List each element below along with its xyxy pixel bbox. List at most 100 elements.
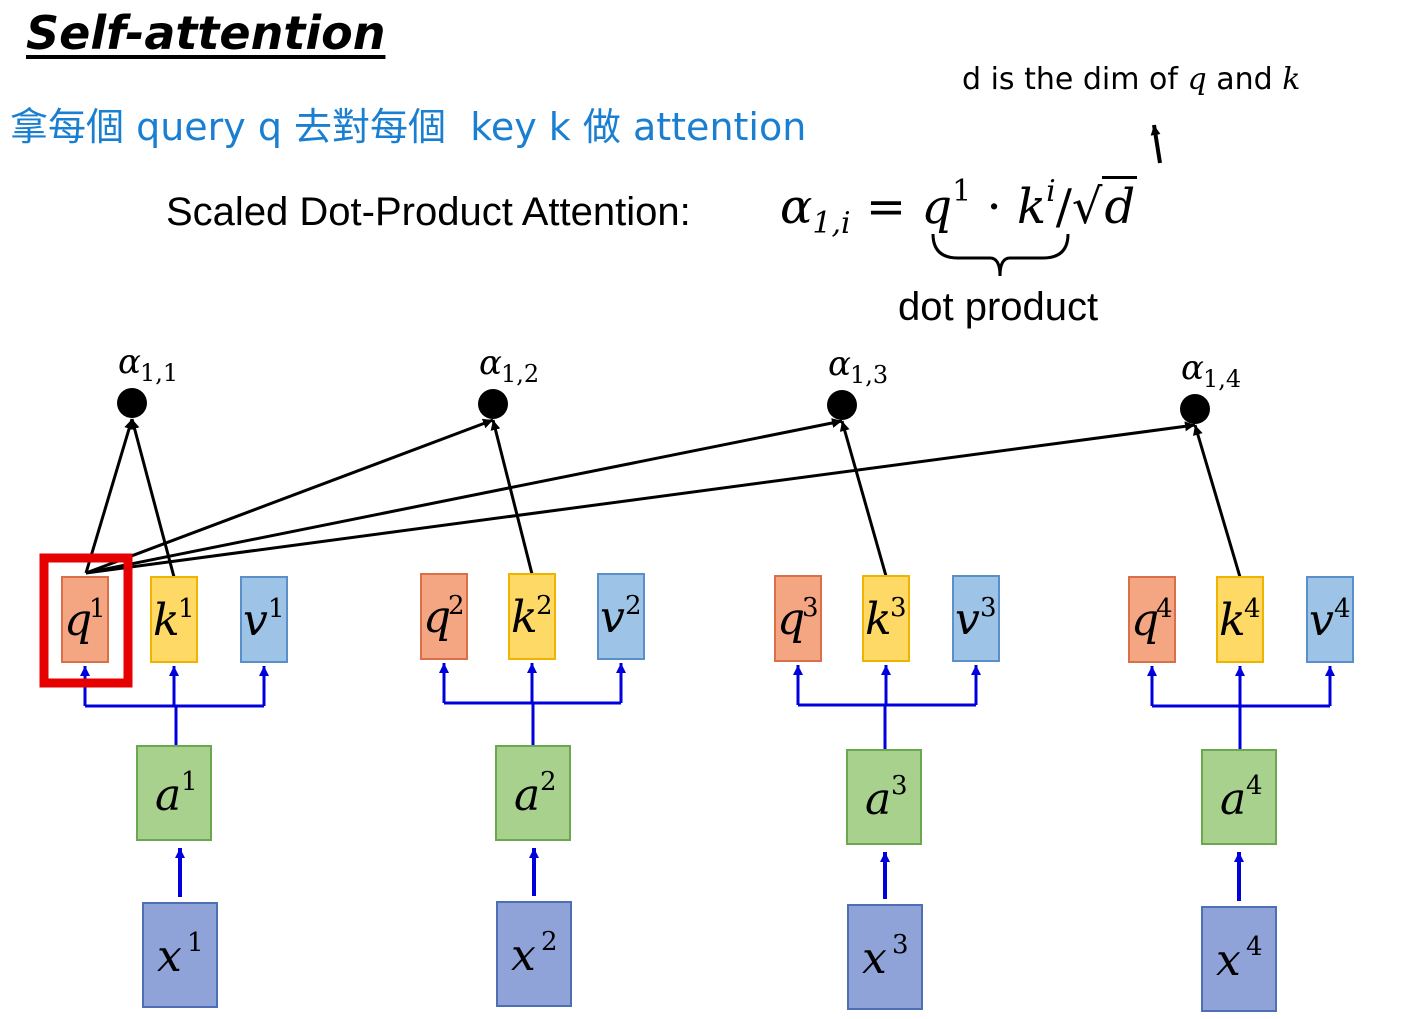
value-sup-3: 3 [980, 593, 997, 623]
alpha-node-1 [117, 388, 147, 418]
dot-product-brace [931, 233, 1070, 277]
query-to-alpha-arrow-2 [85, 418, 494, 575]
x-box-2 [496, 901, 572, 1007]
x-label-1: x [157, 931, 182, 982]
a-label-2: a [514, 770, 540, 821]
x-sup-3: 3 [892, 930, 909, 960]
value-label-4: v [1309, 595, 1334, 646]
alpha-sub-label-2: 1,2 [501, 360, 539, 388]
alpha-label-1: α [118, 342, 141, 382]
x-label-3: x [862, 933, 887, 984]
dimension-note-mid: and [1206, 62, 1283, 97]
a-box-2 [495, 745, 571, 841]
query-sup-2: 2 [448, 591, 465, 621]
query-sup-4: 4 [1156, 594, 1173, 624]
formula-q-sup: 1 [952, 174, 972, 209]
dimension-note: d is the dim of q and k [962, 62, 1300, 97]
alpha-node-4 [1180, 394, 1210, 424]
value-box-2 [597, 573, 645, 660]
key-sup-4: 4 [1244, 594, 1261, 624]
x-sup-2: 2 [541, 927, 558, 957]
key-box-3 [862, 575, 910, 662]
a-sup-4: 4 [1246, 771, 1263, 801]
key-sup-3: 3 [890, 593, 907, 623]
query-box-2 [420, 573, 468, 660]
key-box-1 [150, 576, 198, 663]
formula-k-sup: i [1046, 174, 1056, 209]
dimension-note-prefix: d is the dim of [962, 62, 1188, 97]
key-box-4 [1216, 576, 1264, 663]
query-label-4: q [1131, 595, 1159, 646]
a-box-1 [136, 745, 212, 841]
formula-dot: · [986, 179, 1002, 235]
query-box-1 [61, 576, 109, 663]
query-box-3 [774, 575, 822, 662]
value-label-3: v [955, 594, 980, 645]
a-sup-1: 1 [181, 767, 198, 797]
formula-equals: = [865, 179, 907, 235]
attention-formula: α1,i = q1 · ki/√d [780, 174, 1138, 241]
query-label-1: q [64, 595, 92, 646]
query-sup-1: 1 [89, 594, 106, 624]
query-label-2: q [423, 592, 451, 643]
key-sup-1: 1 [178, 594, 195, 624]
key-sup-2: 2 [536, 591, 553, 621]
key-label-4: k [1219, 595, 1246, 646]
x-label-2: x [511, 930, 536, 981]
query-label-3: q [777, 594, 805, 645]
dimension-note-k: k [1282, 62, 1301, 97]
x-box-4 [1201, 906, 1277, 1012]
alpha-sub-label-1: 1,1 [140, 359, 178, 387]
x-label-4: x [1216, 935, 1241, 986]
key-label-2: k [511, 592, 538, 643]
slide-title: Self-attention [26, 6, 386, 60]
value-label-1: v [243, 595, 268, 646]
value-box-1 [240, 576, 288, 663]
query-to-alpha-arrow-4 [85, 421, 1196, 575]
formula-k: k [1017, 179, 1047, 235]
a-box-4 [1201, 749, 1277, 845]
value-sup-2: 2 [625, 591, 642, 621]
key-box-2 [508, 573, 556, 660]
x-sup-1: 1 [187, 928, 204, 958]
a-label-3: a [865, 774, 891, 825]
a-label-1: a [155, 770, 181, 821]
alpha-sub-label-4: 1,4 [1203, 365, 1241, 393]
formula-sqrt: √ [1071, 179, 1103, 235]
slide-subtitle: 拿每個 query q 去對每個 key k 做 attention [10, 105, 807, 149]
alpha-sub-label-3: 1,3 [850, 361, 888, 389]
key-to-alpha-arrow-3 [839, 420, 888, 577]
alpha-label-3: α [828, 344, 851, 384]
key-to-alpha-arrow-1 [129, 418, 176, 578]
query-box-4 [1128, 576, 1176, 663]
formula-label: Scaled Dot-Product Attention: [166, 190, 691, 234]
formula-slash: / [1055, 179, 1072, 235]
key-to-alpha-arrow-2 [490, 419, 534, 575]
a-box-3 [846, 749, 922, 845]
dimension-note-arrow [1150, 124, 1162, 164]
alpha-label-4: α [1181, 348, 1204, 388]
x-box-3 [847, 904, 923, 1010]
alpha-node-3 [827, 390, 857, 420]
query-to-alpha-arrow-3 [85, 418, 843, 575]
a-sup-3: 3 [891, 771, 908, 801]
key-label-1: k [153, 595, 180, 646]
a-sup-2: 2 [540, 767, 557, 797]
x-sup-4: 4 [1246, 932, 1263, 962]
formula-d: d [1102, 176, 1138, 235]
x-box-1 [142, 902, 218, 1008]
formula-q: q [921, 179, 953, 235]
query-to-alpha-arrow-1 [84, 418, 134, 574]
alpha-label-2: α [479, 343, 502, 383]
highlight-query-box [39, 553, 133, 688]
formula-alpha: α [780, 179, 813, 235]
key-label-3: k [865, 594, 892, 645]
value-sup-1: 1 [268, 594, 285, 624]
value-sup-4: 4 [1334, 594, 1351, 624]
a-label-4: a [1220, 774, 1246, 825]
alpha-node-2 [478, 389, 508, 419]
value-box-3 [952, 575, 1000, 662]
dot-product-label: dot product [898, 285, 1099, 329]
